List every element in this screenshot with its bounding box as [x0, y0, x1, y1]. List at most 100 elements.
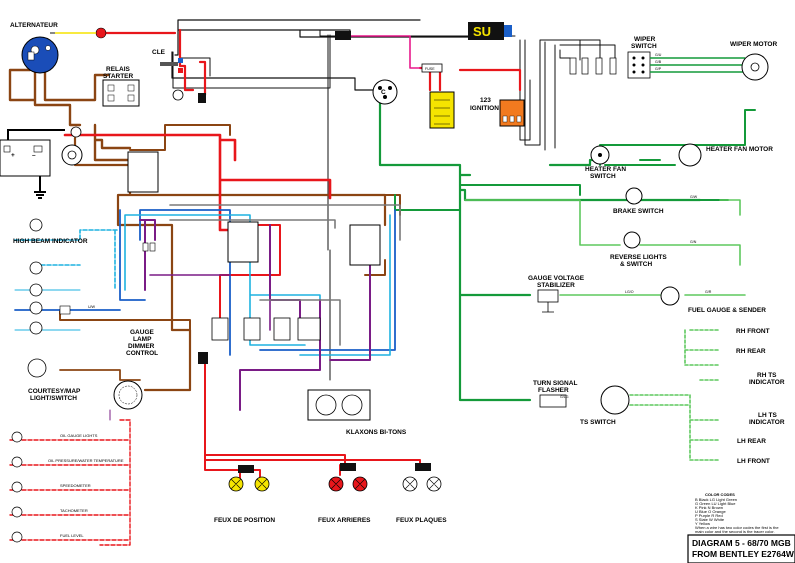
stabilizer-label-1: GAUGE VOLTAGE: [528, 275, 585, 282]
ignition-123-module: 123 IGNITION: [429, 91, 525, 129]
rh-rear-label: RH REAR: [736, 348, 766, 355]
flasher-label-1: TURN SIGNAL: [533, 380, 577, 387]
color-code-row-6: S Slate W White: [695, 517, 725, 522]
wiper-switch-label-2: SWITCH: [631, 43, 657, 50]
starter-relay: RELAIS STARTER: [102, 66, 140, 107]
wiper-motor-label: WIPER MOTOR: [730, 41, 777, 48]
heater-fan-motor-label: HEATER FAN MOTOR: [706, 146, 773, 153]
turn-signal-lamps: RH FRONT RH REAR RH TS INDICATOR LH TS I…: [736, 328, 785, 465]
rear-lamps: FEUX DE POSITION FEUX ARRIERES FEUX PLAQ…: [214, 463, 447, 524]
gauge-stabilizer: GAUGE VOLTAGE STABILIZER: [528, 275, 585, 313]
color-code-row-7: Y Yellow: [695, 521, 710, 526]
wiper-switch: WIPER SWITCH: [627, 36, 745, 79]
wire-code: G/N: [690, 240, 697, 244]
starter-motor: [61, 126, 83, 166]
high-beam-label: HIGH BEAM INDICATOR: [13, 238, 88, 245]
turn-signal-flasher: TURN SIGNAL FLASHER TS SWITCH: [533, 380, 630, 426]
brake-switch-label: BRAKE SWITCH: [613, 208, 664, 215]
ignition-coil: C: [372, 79, 398, 105]
reverse-lights-label-2: & SWITCH: [620, 261, 652, 268]
courtesy-label-1: COURTESY/MAP: [28, 388, 81, 395]
gauge-lamp-label-2: LAMP: [133, 336, 152, 343]
horns-label: KLAXONS BI-TONS: [346, 429, 407, 436]
wiper-switch-label-1: WIPER: [634, 36, 656, 43]
wire-code: G/LG: [560, 395, 569, 399]
heater-fan-switch-label-2: SWITCH: [590, 173, 616, 180]
heater-fan: HEATER FAN SWITCH HEATER FAN MOTOR: [585, 143, 773, 180]
alternator-label: ALTERNATEUR: [10, 22, 58, 29]
wire-code: LG/O: [625, 290, 634, 294]
fuse-box-su: SU: [468, 22, 512, 40]
gauge-lamp-label-3: DIMMER: [128, 343, 155, 350]
wire-code: G/P: [655, 67, 662, 71]
color-code-row-1: B Black LG Light Green: [695, 497, 737, 502]
color-code-note-2: main color and the second is the tracer …: [695, 529, 775, 534]
reverse-lights-label-1: REVERSE LIGHTS: [610, 254, 667, 261]
position-lights-label: FEUX DE POSITION: [214, 517, 275, 524]
color-codes-legend: COLOR CODES B Black LG Light Green G Gre…: [695, 492, 779, 534]
courtesy-and-dimmer: COURTESY/MAP LIGHT/SWITCH GAUGE LAMP DIM…: [27, 329, 158, 410]
color-code-row-3: K Pink N Brown: [695, 505, 723, 510]
fuse: FUSE: [421, 63, 443, 73]
wire-code-labels: G/U G/B G/P LG/O G/R G/W G/N U/W G/LG: [88, 53, 712, 399]
wiper-motor: WIPER MOTOR: [730, 41, 777, 81]
reverse-lights: REVERSE LIGHTS & SWITCH: [610, 231, 667, 268]
lh-ts-label-2: INDICATOR: [749, 419, 785, 426]
rear-lights-label: FEUX ARRIERES: [318, 517, 371, 524]
title-block: DIAGRAM 5 - 68/70 MGB FROM BENTLEY E2764…: [687, 534, 795, 563]
color-code-row-4: U Blue O Orange: [695, 509, 726, 514]
gauge-light-label-5: FUEL LEVEL: [60, 533, 84, 538]
wire-code: G/U: [655, 53, 662, 57]
gauge-light-label-1: OIL GAUGE LIGHTS: [60, 433, 98, 438]
wire-code: G/R: [705, 290, 712, 294]
connector-red: [95, 27, 107, 39]
battery-minus: –: [32, 152, 36, 159]
gauge-light-label-4: TACHOMETER: [60, 508, 88, 513]
fuel-gauge: FUEL GAUGE & SENDER: [660, 286, 766, 314]
starter-relay-label-2: STARTER: [103, 73, 134, 80]
horns: KLAXONS BI-TONS: [307, 389, 407, 436]
connector-blocks: [127, 151, 381, 364]
ts-switch-label: TS SWITCH: [580, 419, 616, 426]
title-line-1: DIAGRAM 5 - 68/70 MGB: [692, 538, 791, 548]
gauge-lamp-label-4: CONTROL: [126, 350, 158, 357]
flasher-label-2: FLASHER: [538, 387, 569, 394]
color-code-note-1: When a wire has two color codes the firs…: [695, 525, 779, 530]
ignition-123-label-1: 123: [480, 97, 491, 104]
color-code-row-2: G Green LU Light Blue: [695, 501, 736, 506]
lh-rear-label: LH REAR: [737, 438, 766, 445]
title-line-2: FROM BENTLEY E2764W: [692, 549, 795, 559]
gauge-lights: OIL GAUGE LIGHTS OIL PRESSURE/WATER TEMP…: [11, 431, 124, 543]
rh-ts-label-1: RH TS: [757, 372, 777, 379]
alternator: ALTERNATEUR: [10, 22, 59, 74]
fuse-label: FUSE: [425, 67, 435, 71]
heater-fan-switch-label-1: HEATER FAN: [585, 166, 626, 173]
starter-relay-label-1: RELAIS: [106, 66, 131, 73]
ignition-coil-label: C: [381, 89, 386, 96]
color-codes-heading: COLOR CODES: [705, 492, 735, 497]
brake-switch: BRAKE SWITCH: [613, 187, 664, 215]
wire-code: U/W: [88, 305, 96, 309]
ignition-123-label-2: IGNITION: [470, 105, 499, 112]
gauge-light-label-2: OIL PRESSURE/WATER TEMPERATURE: [48, 458, 124, 463]
lh-ts-label-1: LH TS: [758, 412, 777, 419]
color-code-row-5: P Purple R Red: [695, 513, 723, 518]
plate-lights-label: FEUX PLAQUES: [396, 517, 447, 524]
left-indicator-lamps: HIGH BEAM INDICATOR: [13, 218, 88, 335]
battery: + –: [0, 129, 65, 199]
wire-code: G/B: [655, 60, 662, 64]
fuel-gauge-label: FUEL GAUGE & SENDER: [688, 307, 766, 314]
rh-front-label: RH FRONT: [736, 328, 770, 335]
wire-code: G/W: [690, 195, 698, 199]
ignition-key: CLE: [152, 49, 206, 103]
lh-front-label: LH FRONT: [737, 458, 770, 465]
gauge-lamp-label-1: GAUGE: [130, 329, 155, 336]
ignition-key-label: CLE: [152, 49, 166, 56]
stabilizer-label-2: STABILIZER: [537, 282, 575, 289]
rh-ts-label-2: INDICATOR: [749, 379, 785, 386]
su-logo: SU: [473, 24, 491, 39]
connector-black-top: [335, 31, 351, 40]
courtesy-label-2: LIGHT/SWITCH: [30, 395, 77, 402]
spark-plugs: [569, 57, 617, 75]
